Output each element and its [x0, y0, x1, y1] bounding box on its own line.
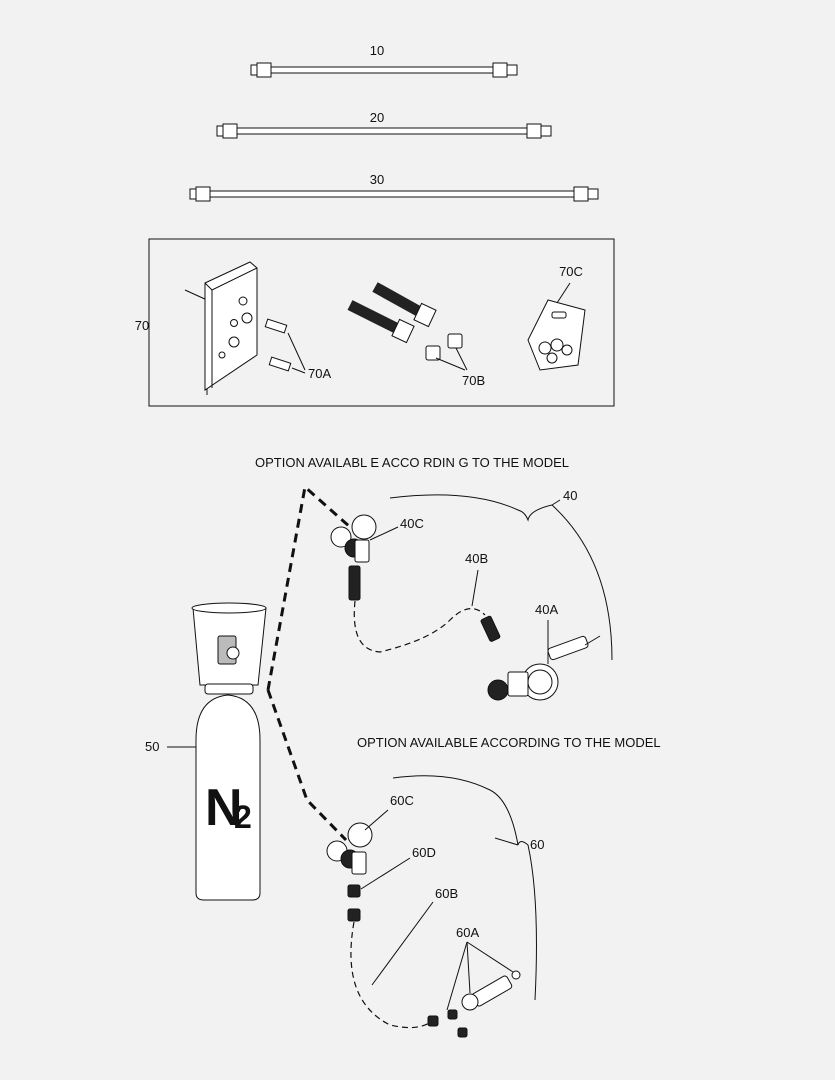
supply-line-lower [266, 689, 348, 842]
hose-10: 10 [250, 43, 518, 78]
cylinder-50: N 2 50 [145, 602, 267, 901]
hoses-70b: 70B [347, 282, 485, 388]
group-60: 60 60C 60D 60B 60A [326, 775, 544, 1038]
bag-70c-label: 70C [559, 264, 583, 279]
hose-20-label: 20 [370, 110, 384, 125]
adapter-60d-label: 60D [412, 845, 436, 860]
option-note-upper: OPTION AVAILABL E ACCO RDIN G TO THE MOD… [255, 455, 569, 470]
regulator-40c-label: 40C [400, 516, 424, 531]
fitting-70a-label: 70A [308, 366, 331, 381]
kit-70: 70 70A 70B [135, 238, 615, 407]
supply-line-upper [266, 484, 351, 691]
hose-20: 20 [216, 110, 552, 139]
hose-60b [350, 921, 434, 1029]
probe-60a: 60A [427, 925, 521, 1038]
adapter-60d: 60D [347, 845, 436, 898]
bag-70c: 70C [527, 264, 586, 371]
hose-30: 30 [189, 172, 599, 202]
group-60-bracket [392, 775, 537, 1001]
kit-70-label: 70 [135, 318, 149, 333]
group-40: 40 40C 40B 40A [330, 488, 613, 701]
hose-60b-label: 60B [435, 886, 458, 901]
hoses-70b-label: 70B [462, 373, 485, 388]
machine-panel [184, 261, 258, 395]
hose-end-60 [347, 908, 361, 922]
hose-40b [353, 600, 486, 653]
hose-10-label: 10 [370, 43, 384, 58]
hose-40b-label: 40B [465, 551, 488, 566]
option-note-lower: OPTION AVAILABLE ACCORDING TO THE MODEL [357, 735, 661, 750]
fitting-70a: 70A [264, 318, 331, 381]
group-40-label: 40 [563, 488, 577, 503]
regulator-40c: 40C [330, 514, 424, 563]
probe-60a-label: 60A [456, 925, 479, 940]
gas-symbol: N [205, 779, 243, 837]
hose-end-40 [348, 565, 361, 601]
hose-30-label: 30 [370, 172, 384, 187]
gauge-40a-label: 40A [535, 602, 558, 617]
hose-fitting-40b [480, 615, 501, 642]
group-60-label: 60 [530, 837, 544, 852]
cylinder-50-label: 50 [145, 739, 159, 754]
regulator-60c-label: 60C [390, 793, 414, 808]
kit-70-frame [148, 238, 615, 407]
group-40-bracket [389, 494, 613, 661]
gas-subscript: 2 [234, 799, 252, 835]
regulator-60c: 60C [326, 793, 414, 875]
gauge-40a: 40A [487, 602, 601, 701]
